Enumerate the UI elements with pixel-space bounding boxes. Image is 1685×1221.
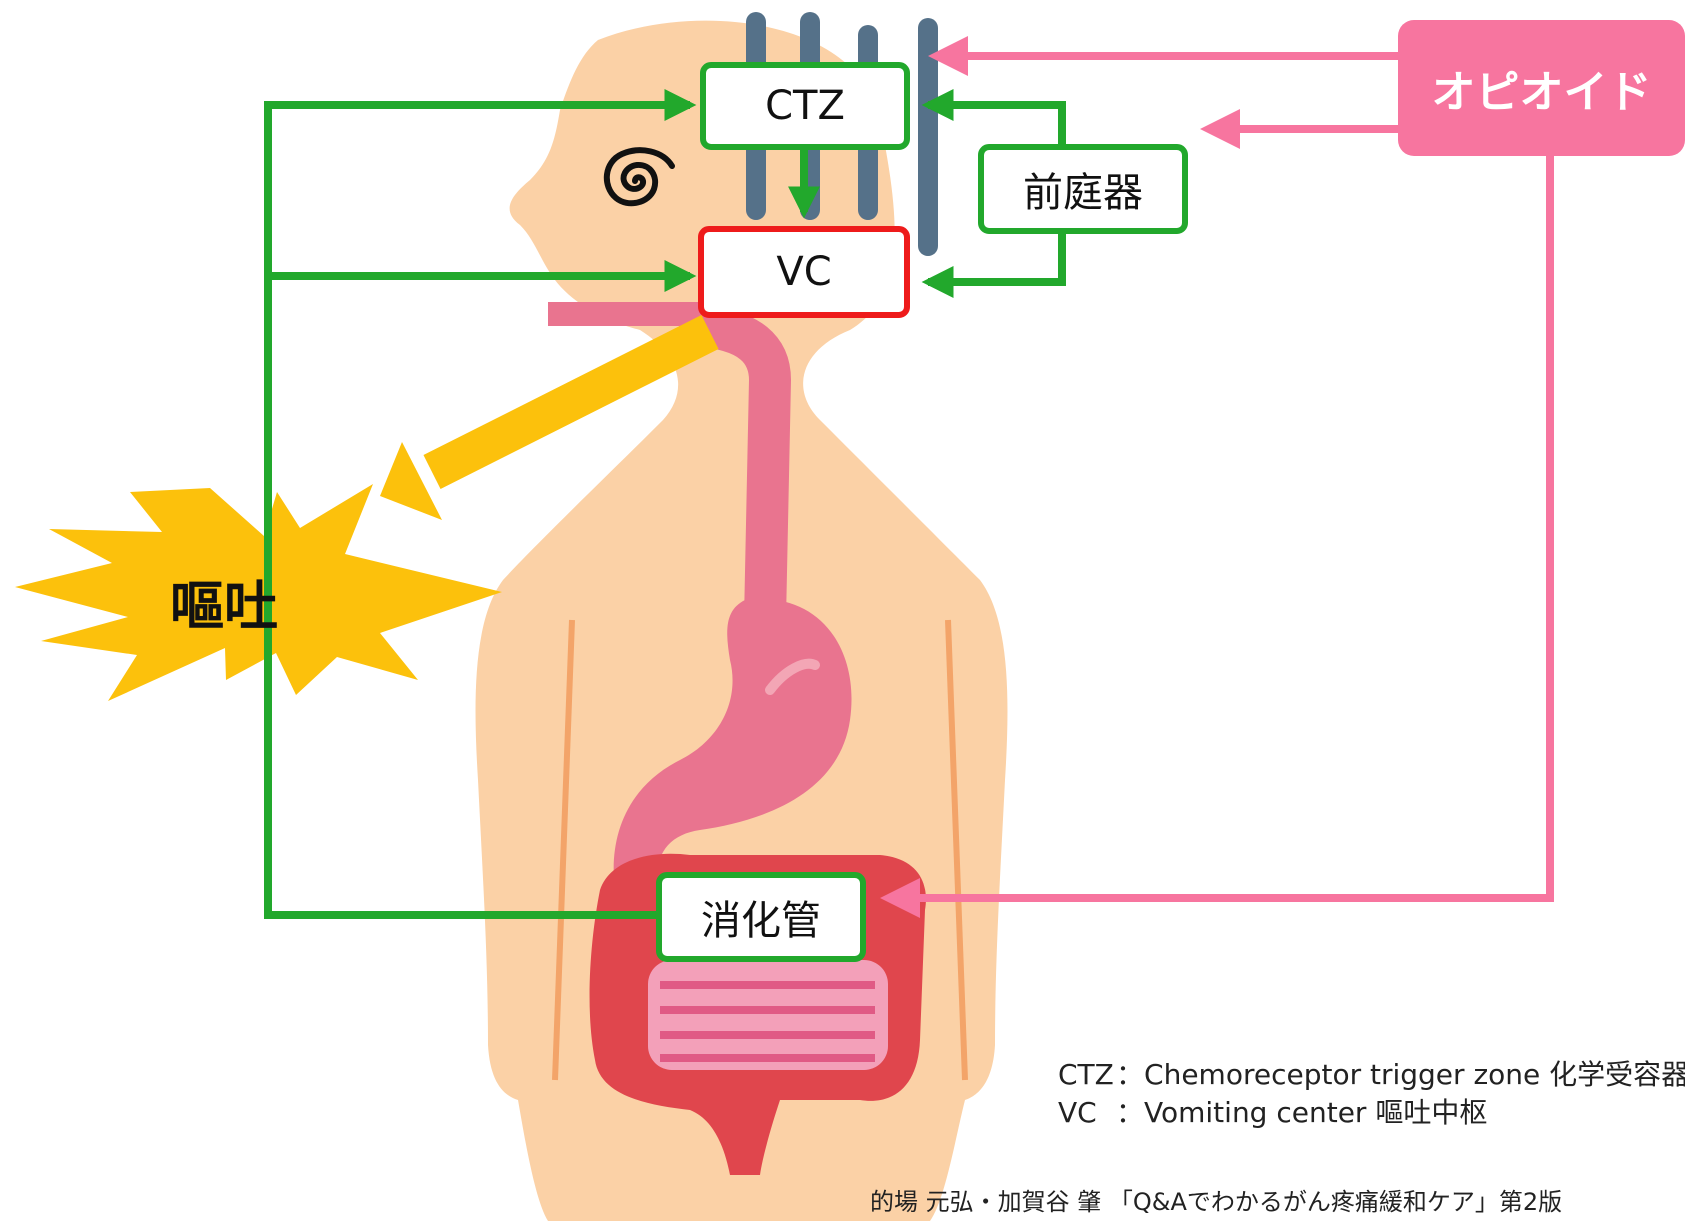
opioid-box: オピオイド xyxy=(1398,20,1685,156)
human-body-illustration xyxy=(476,12,1008,1221)
legend-row-ctz: CTZ ： Chemoreceptor trigger zone 化学受容器引金… xyxy=(1058,1056,1685,1094)
vc-box: VC xyxy=(698,226,910,318)
legend-abbr: VC xyxy=(1058,1094,1116,1132)
legend-text: Vomiting center 嘔吐中枢 xyxy=(1144,1094,1487,1132)
legend-separator: ： xyxy=(1116,1056,1144,1094)
neuron-bar xyxy=(918,18,938,256)
dizzy-spiral-icon xyxy=(588,142,682,220)
vestibular-label: 前庭器 xyxy=(1023,160,1143,218)
vestibular-box: 前庭器 xyxy=(978,144,1188,234)
legend-abbr: CTZ xyxy=(1058,1056,1116,1094)
arrow-vestibular-to-vc xyxy=(928,230,1062,282)
gut-label: 消化管 xyxy=(701,888,821,946)
abbreviation-legend: CTZ ： Chemoreceptor trigger zone 化学受容器引金… xyxy=(1058,1056,1685,1132)
small-intestine xyxy=(648,960,888,1070)
vomit-label: 嘔吐 xyxy=(170,562,278,641)
vc-label: VC xyxy=(776,249,831,295)
gut-box: 消化管 xyxy=(656,872,866,962)
opioid-label: オピオイド xyxy=(1432,56,1652,120)
source-credit: 的場 元弘・加賀谷 肇 「Q&Aでわかるがん疼痛緩和ケア」第2版 xyxy=(870,1182,1562,1217)
legend-text: Chemoreceptor trigger zone 化学受容器引金帯 xyxy=(1144,1056,1685,1094)
ctz-box: CTZ xyxy=(700,62,910,150)
legend-row-vc: VC ： Vomiting center 嘔吐中枢 xyxy=(1058,1094,1685,1132)
legend-separator: ： xyxy=(1116,1094,1144,1132)
ctz-label: CTZ xyxy=(765,83,845,129)
